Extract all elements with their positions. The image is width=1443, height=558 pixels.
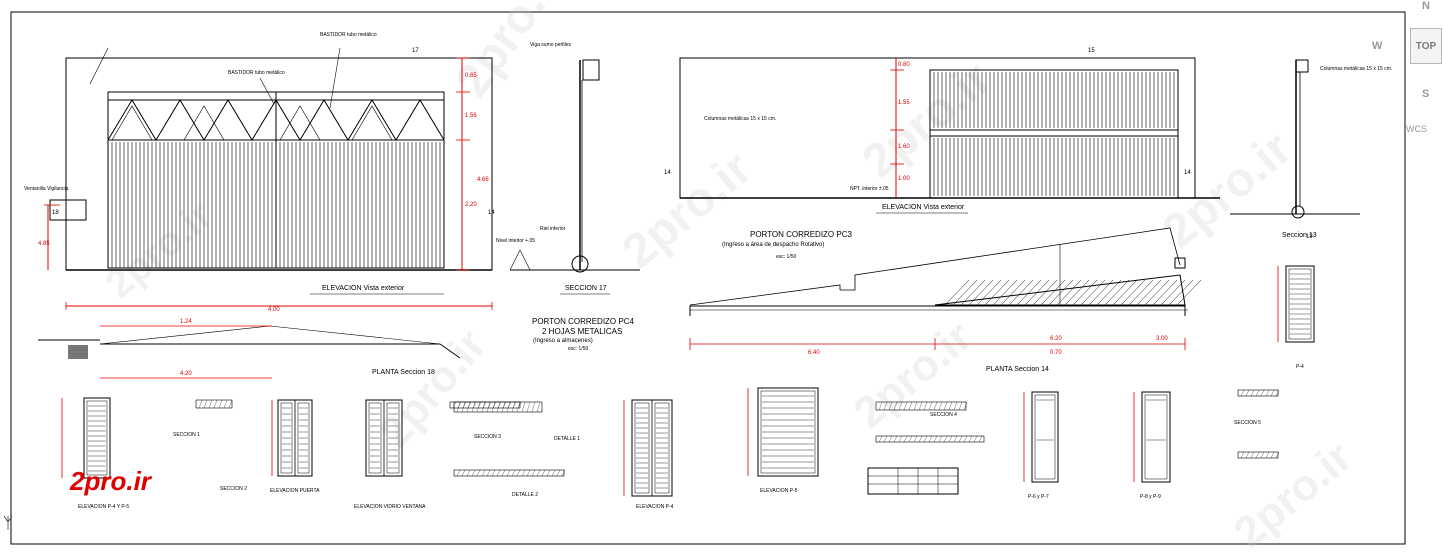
dim-label: 1.56 <box>465 113 477 119</box>
watermark-text: 2pro.ir <box>613 142 761 279</box>
viewcube-top-button[interactable]: TOP <box>1410 28 1442 64</box>
tag-13: 13 <box>1306 234 1313 240</box>
dim-label: 4.20 <box>180 371 192 377</box>
detail-label: DETALLE 2 <box>512 492 538 498</box>
dim-label: 4.85 <box>38 241 50 247</box>
plan-title: PLANTA Seccion 14 <box>986 366 1049 373</box>
columnas-label: Columnas metálicas 15 x 15 cm. <box>1320 66 1392 72</box>
dim-label: 6.40 <box>808 350 820 356</box>
dim-label: 0.70 <box>1050 350 1062 356</box>
ventanilla-vigilancia <box>49 199 87 221</box>
dim-label: 3.00 <box>1156 336 1168 342</box>
scale-label: esc: 1/50 <box>776 254 797 260</box>
dim-label: 1.00 <box>898 176 910 182</box>
sheet-border <box>10 11 1406 545</box>
watermark-text: 2pro.ir <box>1225 432 1361 558</box>
pc4-elevation: 18 Ventanilla Vigilancia 4.85 0.65 1.56 … <box>24 32 495 313</box>
dim-label: 4.66 <box>477 177 489 183</box>
ventanilla-label: Ventanilla Vigilancia <box>24 186 69 192</box>
detail-label: ELEVACION VIDRIO VENTANA <box>354 504 426 510</box>
detail-label: SECCION 3 <box>474 434 501 440</box>
ucs-icon <box>3 515 13 530</box>
npt-label: NPT. interior ±.05 <box>850 186 889 192</box>
tag-14: 14 <box>1184 170 1191 176</box>
bisagra-label: Riel inferior <box>540 226 566 232</box>
detail-label: P-6 y P-7 <box>1028 494 1049 500</box>
pc4-subtitle2: (Ingreso a almacenes) <box>533 338 593 344</box>
bastidor-label: BASTIDOR tubo metálico <box>320 32 377 38</box>
detail-label: P-4 <box>1296 364 1304 370</box>
watermark-text: 2pro.ir <box>1153 122 1301 259</box>
section-title: SECCION 17 <box>565 285 607 292</box>
site-logo: 2pro.ir <box>70 466 151 496</box>
section-17: Viga sumo perfiles Riel inferior Nivel i… <box>496 42 640 295</box>
scale-label: esc: 1/50 <box>568 346 589 352</box>
detail-label: ELEVACION PUERTA <box>270 488 320 494</box>
dim-label: 2.20 <box>465 202 477 208</box>
tag-15: 15 <box>1088 48 1095 54</box>
tag-14: 14 <box>664 170 671 176</box>
pc3-elevation: 0.80 1.55 1.60 1.00 14 14 15 Columnas me… <box>664 48 1220 214</box>
dim-label: 1.24 <box>180 319 192 325</box>
section-title: Seccion 13 <box>1282 232 1317 239</box>
detail-label: ELEVACION P-4 <box>636 504 674 510</box>
pc3-title: PORTON CORREDIZO PC3 <box>750 230 852 239</box>
detail-label: ELEVACION P-5 <box>760 488 798 494</box>
detail-label: SECCION 4 <box>930 412 957 418</box>
detail-label: ELEVACION P-4 Y P-5 <box>78 504 129 510</box>
nivel-label: Nivel interior +.05 <box>496 238 535 244</box>
columnas-label: Columnas metálicas 15 x 15 cm. <box>704 116 776 122</box>
watermark-layer: 2pro.ir 2pro.ir 2pro.ir 2pro.ir 2pro.ir … <box>98 0 1362 558</box>
dim-label: 1.55 <box>898 100 910 106</box>
tag-17: 17 <box>412 48 419 54</box>
gate-corrugations <box>933 72 1175 196</box>
detail-label: SECCION 2 <box>220 486 247 492</box>
dim-label: 0.80 <box>898 62 910 68</box>
tag-14: 14 <box>488 210 495 216</box>
watermark-text: 2pro.ir <box>853 52 1001 189</box>
detail-label: SECCION 5 <box>1234 420 1261 426</box>
detail-label: DETALLE 1 <box>554 436 580 442</box>
compass-west[interactable]: W <box>1372 40 1383 52</box>
elevation-title: ELEVACION Vista exterior <box>322 285 405 292</box>
compass-south[interactable]: S <box>1422 88 1430 100</box>
wcs-menu[interactable]: WCS <box>1406 124 1427 134</box>
pc4-title: PORTON CORREDIZO PC4 <box>532 317 634 326</box>
watermark-text: 2pro.ir <box>446 0 575 106</box>
gate-corrugations <box>111 142 441 268</box>
detail-label: P-8 y P-9 <box>1140 494 1161 500</box>
dim-label: 0.65 <box>465 73 477 79</box>
pc3-subtitle: (Ingreso a área de despacho Rotativo) <box>722 242 824 248</box>
dim-label: 1.60 <box>898 144 910 150</box>
elevation-title: ELEVACION Vista exterior <box>882 204 965 211</box>
compass-north[interactable]: N <box>1422 0 1430 12</box>
section-13: Columnas metálicas 15 x 15 cm. Seccion 1… <box>1230 59 1392 240</box>
pc3-plan: PORTON CORREDIZO PC3 (Ingreso a área de … <box>689 227 1202 373</box>
dim-label: 4.00 <box>268 307 280 313</box>
pc4-subtitle: 2 HOJAS METALICAS <box>542 327 622 336</box>
tag-18: 18 <box>52 210 59 216</box>
detail-label: SECCION 1 <box>173 432 200 438</box>
watermark-text: 2pro.ir <box>845 312 981 438</box>
bastidor-label: BASTIDOR tubo metálico <box>228 70 285 76</box>
ramp-hatch <box>944 279 1202 306</box>
viga-label: Viga sumo perfiles <box>530 42 572 48</box>
pc4-plan: 1.24 4.20 PLANTA Seccion 18 PORTON CORRE… <box>38 317 634 379</box>
detail-row: ELEVACION P-4 Y P-5 ELEVACION PUERTA ELE… <box>61 265 1315 510</box>
plan-title: PLANTA Seccion 18 <box>372 369 435 376</box>
dim-label: 6.20 <box>1050 336 1062 342</box>
